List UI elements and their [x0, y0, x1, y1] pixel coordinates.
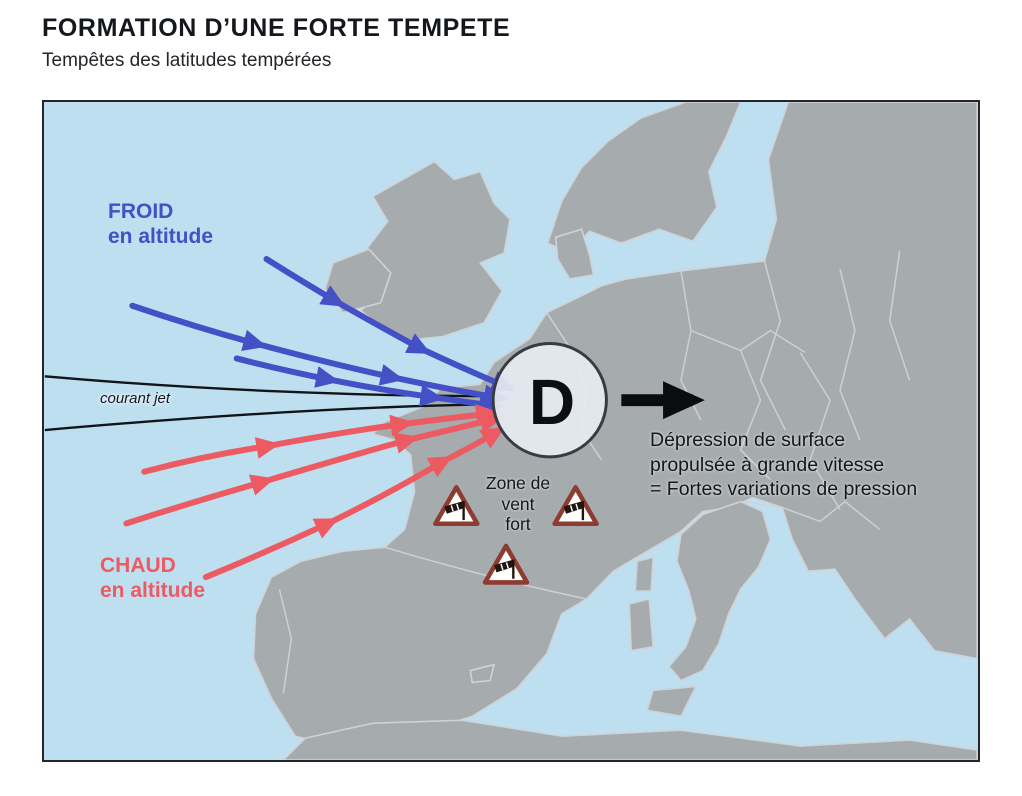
- europe-map: FROID en altitude CHAUD en altitude cour…: [42, 100, 980, 762]
- land-denmark: [554, 228, 595, 280]
- land-sicily: [646, 685, 697, 718]
- land-italy: [668, 500, 772, 682]
- header: FORMATION D’UNE FORTE TEMPETE Tempêtes d…: [42, 14, 510, 72]
- cold-front-arrows: [129, 256, 516, 415]
- warm-front-arrows: [123, 404, 506, 581]
- land-sardinia: [628, 598, 654, 652]
- page-title: FORMATION D’UNE FORTE TEMPETE: [42, 14, 511, 42]
- land-balearics: [469, 663, 495, 684]
- land-north-africa: [282, 719, 978, 760]
- land-scandinavia: [546, 102, 742, 254]
- map-canvas: [44, 102, 978, 760]
- landmasses: [252, 102, 978, 760]
- page-subtitle: Tempêtes des latitudes tempérées: [42, 50, 332, 71]
- depression-circle: [491, 342, 608, 459]
- land-corsica: [634, 556, 654, 592]
